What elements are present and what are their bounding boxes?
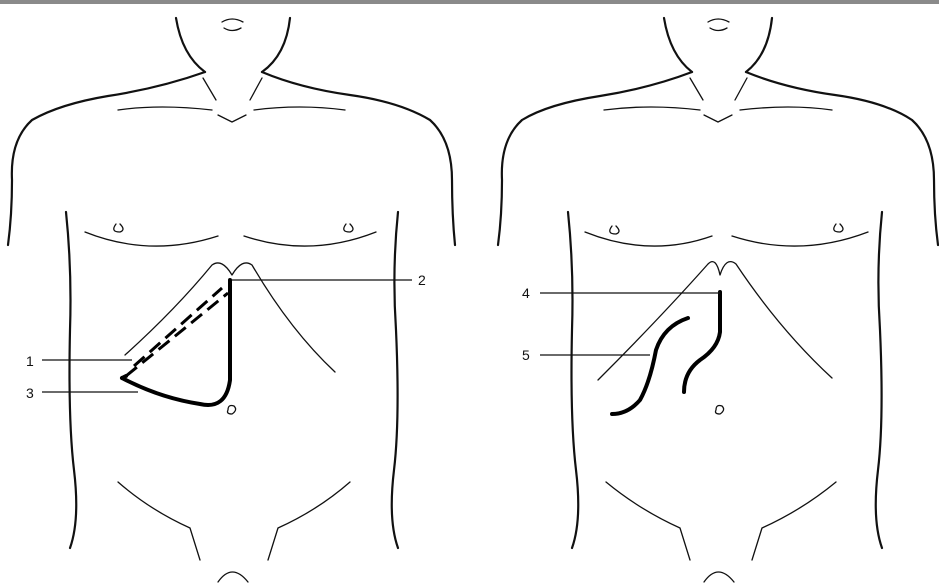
right-neck	[664, 18, 772, 72]
right-incision-5	[612, 318, 688, 414]
right-pectorals	[585, 232, 868, 246]
left-incision-1-dashed-a	[134, 288, 222, 366]
left-nipple-right	[114, 224, 123, 232]
right-lips	[708, 19, 729, 31]
left-genital	[218, 572, 248, 582]
right-incision-4	[684, 292, 720, 392]
label-3: 3	[26, 385, 34, 401]
left-incision-3	[122, 376, 126, 378]
left-torso-outline	[8, 72, 455, 245]
right-clavicles	[604, 107, 832, 110]
right-torso-outline	[498, 72, 938, 245]
right-figure: 4 5	[498, 18, 938, 582]
left-neck-muscles	[203, 78, 262, 122]
left-clavicles	[118, 107, 345, 110]
left-neck	[176, 18, 290, 72]
label-5: 5	[522, 347, 530, 363]
left-groin	[118, 482, 350, 560]
right-body-sides	[568, 212, 882, 548]
right-nipple-right	[610, 226, 619, 234]
left-pectorals	[85, 232, 376, 246]
label-4: 4	[522, 285, 530, 301]
right-umbilicus	[716, 406, 724, 415]
label-1: 1	[26, 353, 34, 369]
left-lips	[222, 19, 243, 31]
label-2: 2	[418, 272, 426, 288]
right-nipple-left	[834, 224, 843, 232]
right-costal-margin	[598, 262, 832, 380]
left-figure: 1 2 3	[8, 18, 455, 582]
right-groin	[606, 482, 836, 560]
left-nipple-left	[344, 224, 353, 232]
right-genital	[704, 572, 734, 582]
left-umbilicus	[228, 406, 236, 415]
right-neck-muscles	[690, 78, 747, 122]
